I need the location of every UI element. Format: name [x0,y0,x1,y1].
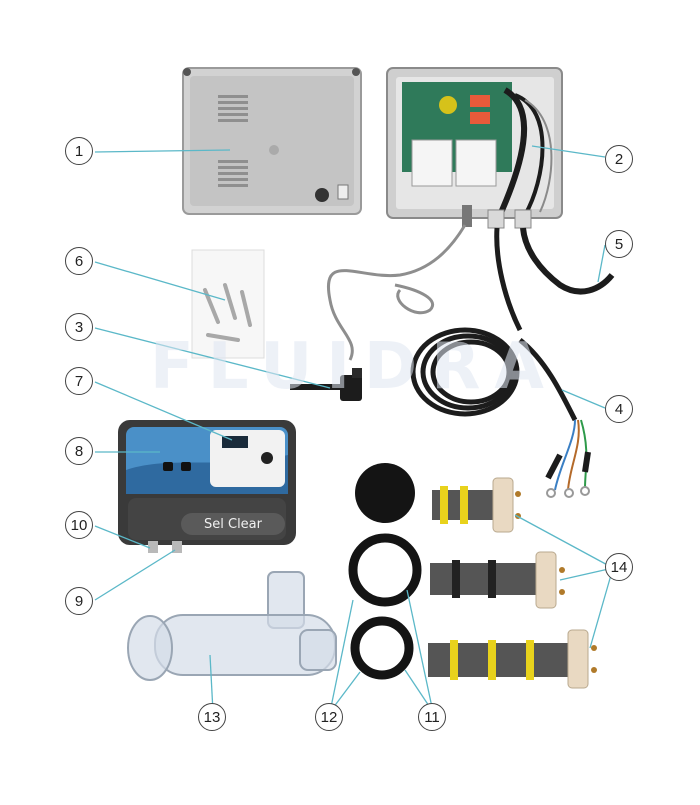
callout-14: 14 [605,553,633,581]
coiled-electrode-cable [410,227,578,422]
device-brand-label: Sel Clear [181,513,285,535]
callout-7: 7 [65,367,93,395]
ring-terminals [546,486,590,498]
callout-3: 3 [65,313,93,341]
cable-wire-leads [545,419,591,491]
callout-6: 6 [65,247,93,275]
callout-11: 11 [418,703,446,731]
black-cap [355,463,415,523]
flow-sensor-probe [290,224,467,401]
transparent-cell-housing [127,571,337,681]
callout-4: 4 [605,395,633,423]
small-o-ring [350,616,414,680]
callout-13: 13 [198,703,226,731]
callout-5: 5 [605,230,633,258]
electrode-2 [430,551,565,609]
electrode-3 [428,629,597,689]
callout-9: 9 [65,587,93,615]
brand-watermark: FLUIDRA [150,330,558,404]
callout-2: 2 [605,145,633,173]
callout-12: 12 [315,703,343,731]
large-o-ring [348,533,422,607]
mounting-hardware-kit [191,249,265,359]
power-cable [520,227,615,295]
callout-8: 8 [65,437,93,465]
electrode-1 [432,477,521,533]
leader-lines [94,145,614,713]
callout-10: 10 [65,511,93,539]
callout-1: 1 [65,137,93,165]
enclosure-lid [182,67,362,215]
control-box-with-pcb [386,67,563,229]
